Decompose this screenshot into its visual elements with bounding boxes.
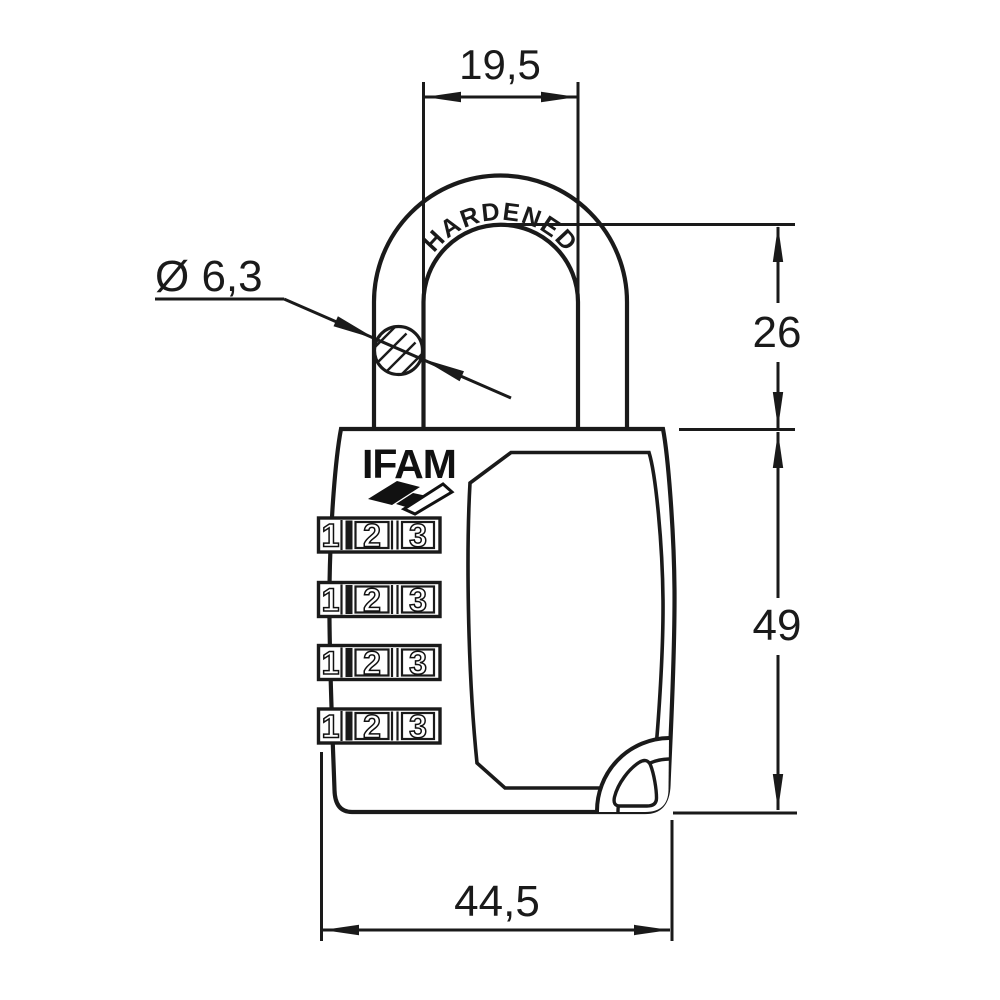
- dim-body-width: 44,5: [323, 877, 670, 936]
- dial-ridge: [345, 585, 353, 614]
- dial-digit: 3: [409, 645, 427, 681]
- dial-digit: 3: [409, 709, 427, 745]
- dim-shackle-inner-width: 19,5: [425, 41, 577, 103]
- dial-ridge: [345, 711, 353, 741]
- shackle: HARDENED: [371, 173, 630, 429]
- corner-thumb-grip: [612, 758, 659, 808]
- dim-arrowhead: [425, 91, 461, 103]
- dim-arrowhead: [541, 91, 577, 103]
- dial-cell: [354, 711, 390, 741]
- corner-guard-outer-arc: [594, 736, 670, 813]
- dial-digit: 1: [322, 582, 340, 618]
- dial-cell: [400, 585, 436, 614]
- dial-digit: 1: [322, 645, 340, 681]
- dial-digit: 2: [363, 709, 381, 745]
- dial-row: 1 2 3: [316, 580, 442, 619]
- dial-cell: [354, 648, 390, 677]
- dim-label-shackle-diameter: Ø 6,3: [155, 252, 263, 301]
- dial-digit: 2: [363, 582, 381, 618]
- dim-arrowhead: [772, 774, 784, 810]
- swoosh-right-diamond: [400, 482, 455, 516]
- leader-line: [283, 297, 512, 400]
- dim-label-shackle-inner-width: 19,5: [459, 41, 541, 88]
- dial-digit: 1: [322, 709, 340, 745]
- dial-digit: 3: [409, 518, 427, 554]
- dial-digit: 2: [363, 518, 381, 554]
- dim-label-shackle-clearance: 26: [753, 308, 802, 357]
- brand-logo-swoosh-icon: [368, 481, 455, 516]
- dial-ridge: [345, 648, 353, 677]
- shackle-hardened-label: HARDENED: [418, 198, 584, 258]
- leader-arrowhead: [333, 316, 376, 339]
- dial-cell: [400, 520, 436, 550]
- dial-ridge: [345, 520, 353, 550]
- shackle-outer-outline: [371, 173, 630, 429]
- dim-label-body-width: 44,5: [454, 877, 540, 926]
- shackle-inner-outline: [421, 222, 581, 429]
- shackle-section-callout: Ø 6,3: [155, 252, 512, 400]
- combination-dials: 1 2 3 1 2 3 1 2 3: [316, 516, 442, 745]
- dim-arrowhead: [323, 924, 359, 936]
- dial-row-frame: [316, 707, 442, 745]
- section-hatching: [375, 327, 422, 374]
- dial-row-frame: [316, 516, 442, 554]
- dim-label-body-height: 49: [753, 601, 802, 650]
- brand-logo: IFAM: [362, 441, 457, 516]
- swoosh-middle-diamond: [396, 493, 427, 508]
- dial-row-frame: [316, 643, 442, 682]
- dial-digit: 2: [363, 645, 381, 681]
- dial-cell: [400, 648, 436, 677]
- dim-arrowhead: [634, 924, 670, 936]
- dial-cell: [354, 585, 390, 614]
- leader-arrowhead: [421, 358, 464, 382]
- dial-row-frame: [316, 580, 442, 619]
- dim-arrowhead: [772, 432, 784, 468]
- dim-shackle-clearance: 26: [753, 226, 802, 428]
- dial-cell: [400, 711, 436, 741]
- dial-row: 1 2 3: [316, 707, 442, 745]
- dial-cell: [354, 520, 390, 550]
- dial-row: 1 2 3: [316, 516, 442, 554]
- brand-logo-text: IFAM: [362, 441, 456, 487]
- dim-arrowhead: [772, 392, 784, 428]
- dial-digit: 3: [409, 582, 427, 618]
- dial-digit: 1: [322, 518, 340, 554]
- dim-arrowhead: [772, 226, 784, 262]
- dim-body-height: 49: [753, 432, 802, 810]
- dial-row: 1 2 3: [316, 643, 442, 682]
- swoosh-left-diamond: [368, 481, 420, 505]
- padlock-body: IFAM: [327, 426, 677, 815]
